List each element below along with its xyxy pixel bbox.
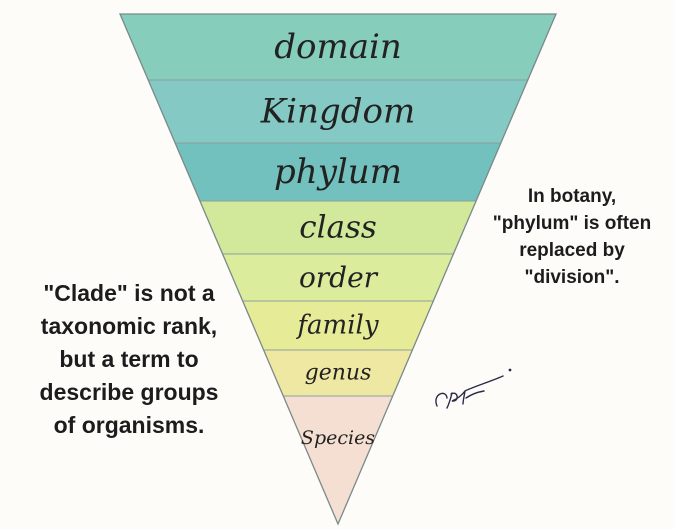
clade-note: "Clade" is not a taxonomic rank, but a t… [39,280,219,438]
rank-label-order: order [299,261,379,294]
rank-label-species: Species [301,427,375,449]
rank-label-genus: genus [305,361,372,386]
rank-label-kingdom: Kingdom [260,92,415,132]
rank-label-class: class [299,210,377,246]
botany-note: In botany, "phylum" is often replaced by… [492,186,652,288]
rank-label-phylum: phylum [274,152,402,192]
rank-band-kingdom [120,79,556,144]
rank-label-family: family [295,311,378,341]
rank-label-domain: domain [274,27,402,67]
signature-mark [435,368,512,409]
